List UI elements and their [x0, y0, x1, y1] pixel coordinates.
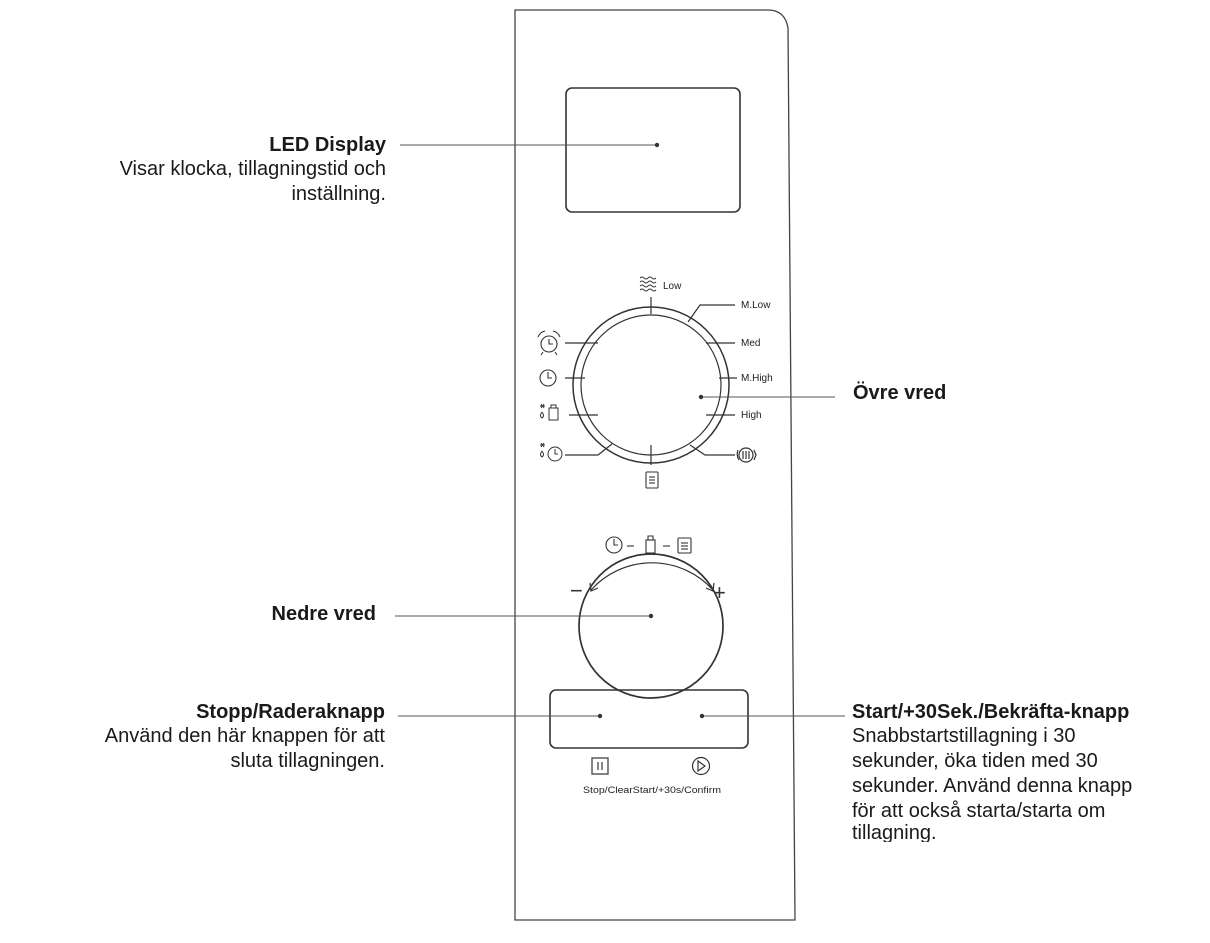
button-panel — [549, 689, 749, 749]
power-label-mlow: M.Low — [741, 300, 771, 311]
stop-button-callout: Stopp/Raderaknapp Använd den här knappen… — [0, 700, 385, 774]
start-button-desc-line2: sekunder, öka tiden med 30 — [852, 750, 1098, 772]
stop-button-title: Stopp/Raderaknapp — [196, 701, 385, 723]
button-caption: Stop/ClearStart/+30s/Confirm — [583, 785, 721, 795]
alarm-clock-icon — [537, 330, 561, 356]
upper-dial-center — [698, 394, 704, 400]
lower-knob-title: Nedre vred — [271, 603, 377, 625]
start-button-desc-line3: sekunder. Använd denna knapp — [852, 775, 1133, 797]
led-display — [565, 87, 741, 213]
menu-icon — [645, 471, 659, 489]
weight-defrost-icon — [540, 403, 559, 421]
plus-symbol: + — [713, 580, 726, 605]
led-display-desc-line1: Visar klocka, tillagningstid och — [119, 158, 386, 180]
start-button-callout: Start/+30Sek./Bekräfta-knapp Snabbstarts… — [852, 700, 1208, 842]
pause-icon — [591, 757, 609, 775]
power-label-mhigh: M.High — [741, 373, 773, 384]
upper-dial — [565, 297, 737, 465]
arrow-left-icon — [589, 582, 599, 592]
lower-dial-icons — [605, 535, 692, 554]
turntable-icon — [736, 447, 757, 463]
weight-icon — [645, 535, 656, 554]
power-label-high: High — [741, 410, 762, 421]
minus-symbol: − — [570, 578, 583, 603]
start-button-desc-line4: för att också starta/starta om — [852, 800, 1106, 822]
start-button-desc-line5: tillagning. — [852, 824, 937, 842]
start-button-point — [699, 713, 705, 719]
clock-icon — [605, 536, 623, 554]
stop-button-point — [597, 713, 603, 719]
lower-dial — [578, 553, 724, 699]
led-display-desc-line2: inställning. — [291, 183, 386, 205]
arrow-right-icon — [705, 582, 715, 592]
microwave-waves-icon — [639, 276, 657, 292]
led-display-point — [654, 142, 660, 148]
start-button-desc-line1: Snabbstartstillagning i 30 — [852, 725, 1076, 747]
stop-button-desc-line1: Använd den här knappen för att — [104, 725, 385, 747]
time-defrost-icon — [540, 442, 563, 462]
start-button-title: Start/+30Sek./Bekräfta-knapp — [852, 701, 1130, 723]
power-label-med: Med — [741, 338, 760, 349]
lower-dial-arc — [590, 562, 714, 591]
panel-outline — [514, 9, 796, 921]
led-display-title: LED Display — [269, 134, 386, 156]
menu-icon — [677, 537, 692, 554]
led-display-callout: LED Display Visar klocka, tillagningstid… — [40, 133, 386, 207]
upper-knob-title: Övre vred — [853, 382, 947, 404]
stop-button-desc-line2: sluta tillagningen. — [230, 750, 385, 772]
lower-dial-center — [648, 613, 654, 619]
clock-icon — [539, 369, 557, 387]
play-icon — [691, 756, 711, 776]
power-label-low: Low — [663, 281, 682, 292]
